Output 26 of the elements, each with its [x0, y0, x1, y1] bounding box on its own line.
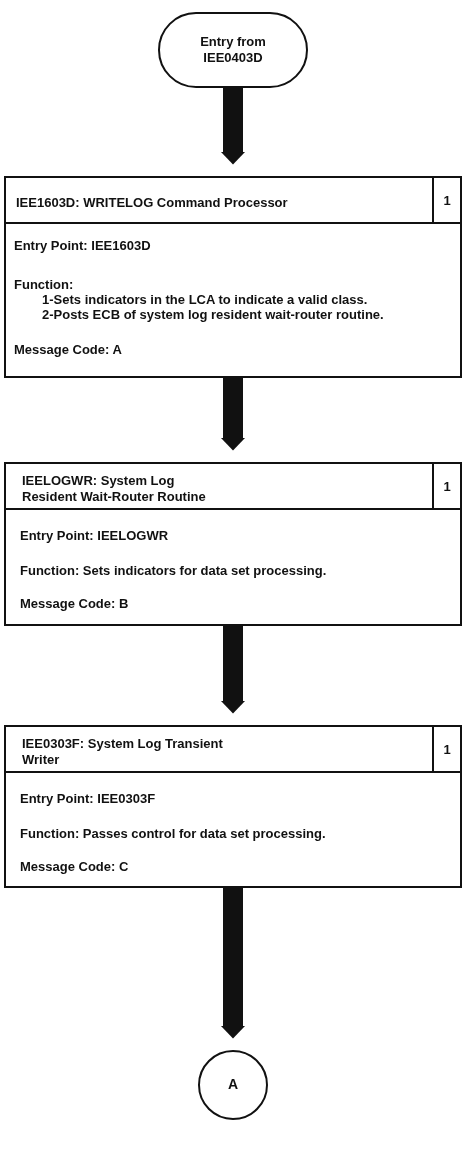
description-text: Entry Point: IEELOGWR	[20, 528, 170, 543]
step-number: 1	[432, 178, 460, 222]
flow-arrow	[221, 88, 245, 165]
flow-arrow	[221, 378, 245, 451]
flow-arrow	[221, 626, 245, 714]
step-number: 1	[432, 464, 460, 508]
module-title: IEE0303F: System Log Transient Writer	[21, 735, 224, 769]
description-text: Entry Point: IEE1603D	[14, 238, 152, 253]
description-text: Message Code: B	[20, 596, 130, 611]
description-text: Message Code: C	[20, 859, 130, 874]
description-text: Message Code: A	[14, 342, 123, 357]
connector-letter: A	[227, 1076, 239, 1094]
flow-arrow	[221, 888, 245, 1039]
module-title: IEELOGWR: System Log Resident Wait-Router Routine	[21, 472, 207, 506]
description-text: Function: Sets indicators for data set processing.	[20, 563, 328, 578]
process-box	[4, 462, 462, 626]
description-text: 1-Sets indicators in the LCA to indicate a valid class.	[41, 292, 369, 307]
terminal-text: Entry from IEE0403D	[199, 33, 267, 67]
module-title: IEE1603D: WRITELOG Command Processor	[15, 194, 289, 212]
process-box	[4, 725, 462, 888]
description-text: Entry Point: IEE0303F	[20, 791, 157, 806]
description-text: Function:	[14, 277, 75, 292]
description-text: Function: Passes control for data set processing.	[20, 826, 327, 841]
process-box	[4, 176, 462, 378]
description-text: 2-Posts ECB of system log resident wait-router routine.	[41, 307, 385, 322]
step-number: 1	[432, 727, 460, 771]
